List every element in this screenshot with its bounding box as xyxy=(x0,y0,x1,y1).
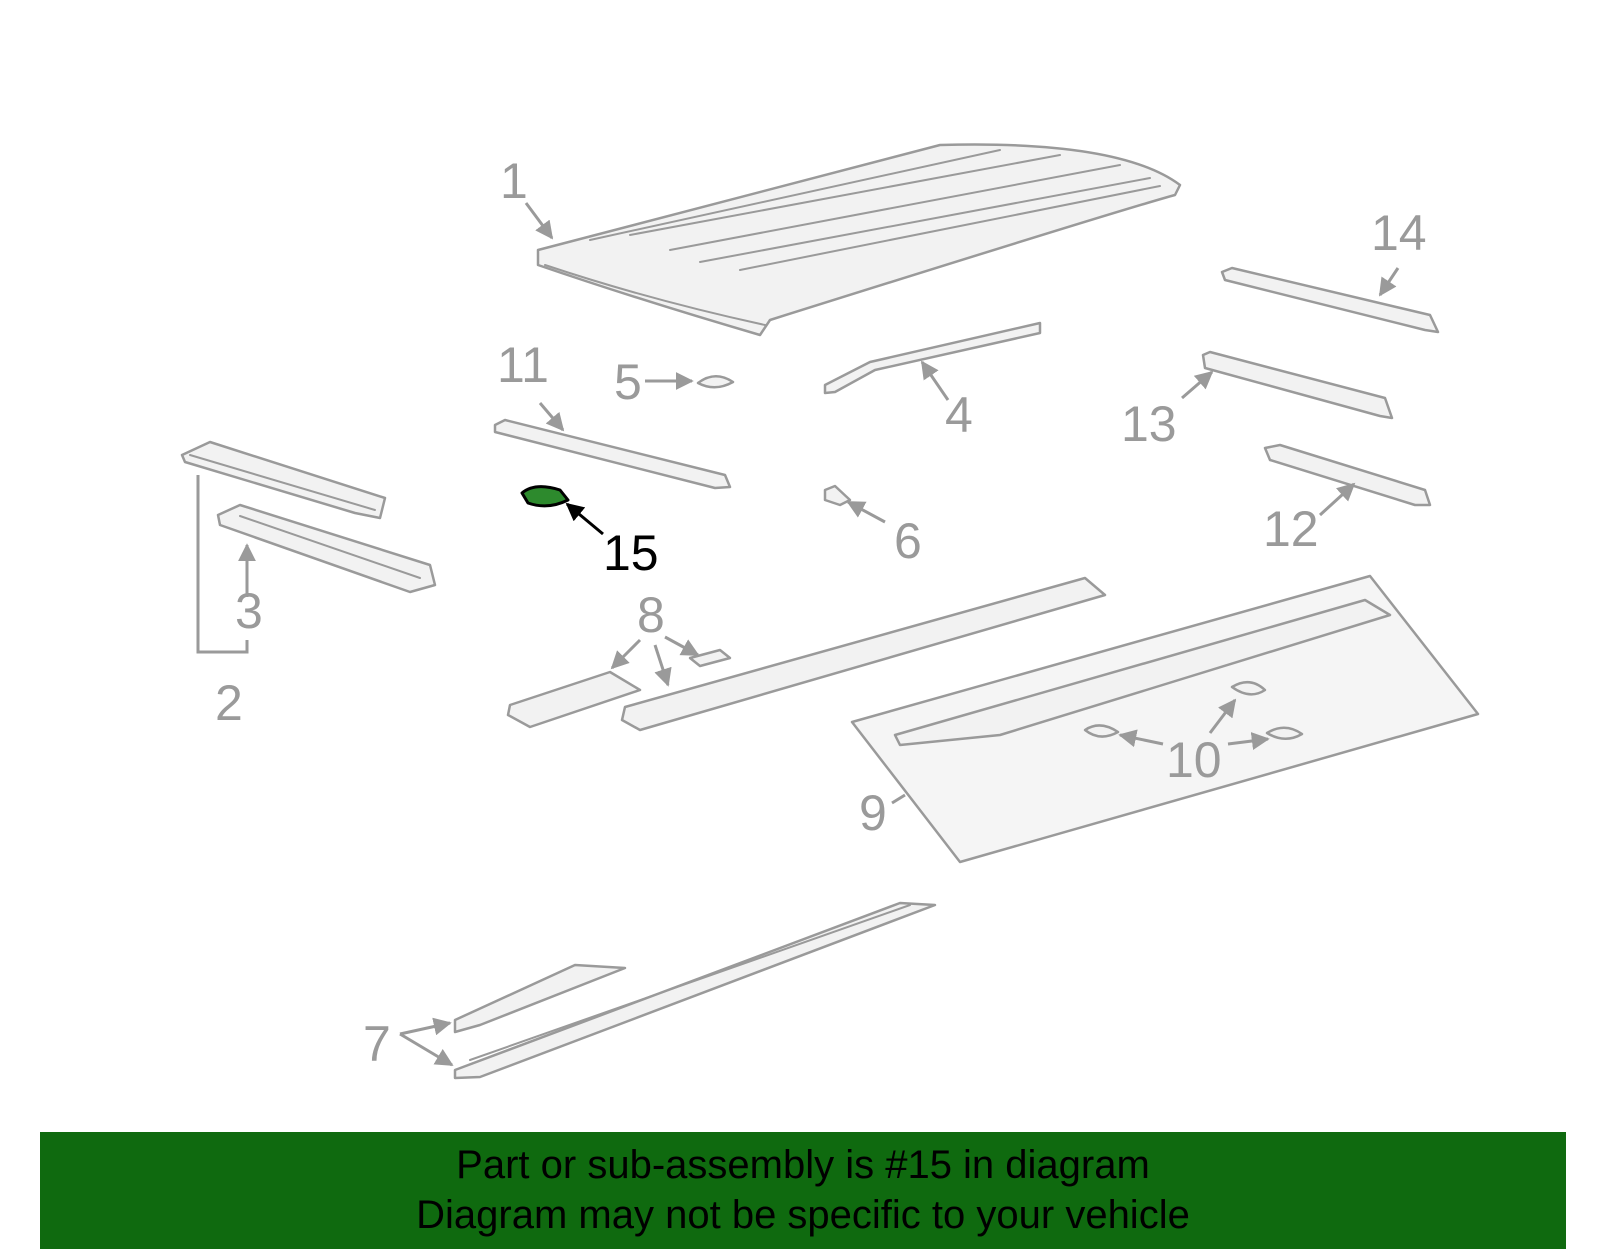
info-banner: Part or sub-assembly is #15 in diagram D… xyxy=(40,1132,1566,1249)
callout-13: 13 xyxy=(1121,396,1177,452)
part-6-clip[interactable] xyxy=(823,484,852,507)
part-15-highlighted[interactable] xyxy=(520,485,570,508)
callout-10: 10 xyxy=(1166,732,1222,788)
part-2-front-header[interactable] xyxy=(180,440,387,520)
part-12-bracket[interactable] xyxy=(1263,443,1432,507)
callout-1: 1 xyxy=(500,153,528,209)
part-4-roof-bow[interactable] xyxy=(823,321,1042,395)
callout-4: 4 xyxy=(945,387,973,443)
part-7-side-rails[interactable] xyxy=(453,901,937,1080)
callout-6: 6 xyxy=(894,513,922,569)
banner-line-2: Diagram may not be specific to your vehi… xyxy=(416,1193,1190,1237)
part-8-rail-reinforcements[interactable] xyxy=(506,576,1107,732)
part-11-roof-bow[interactable] xyxy=(493,418,732,490)
part-10-brackets[interactable] xyxy=(1083,681,1304,740)
banner-line-1: Part or sub-assembly is #15 in diagram xyxy=(456,1143,1150,1187)
callout-3: 3 xyxy=(235,583,263,639)
part-14-rear-header-reinforcement[interactable] xyxy=(1220,266,1440,334)
part-13-rear-header[interactable] xyxy=(1201,350,1394,420)
callout-2: 2 xyxy=(215,675,243,731)
part-5-bracket[interactable] xyxy=(696,375,735,389)
callout-9: 9 xyxy=(859,785,887,841)
part-3-header-reinforcement[interactable] xyxy=(216,503,437,594)
callout-11: 11 xyxy=(497,337,549,393)
callout-15-highlighted: 15 xyxy=(603,525,659,581)
callout-8: 8 xyxy=(637,587,665,643)
part-9-roof-side-rail-assembly[interactable] xyxy=(850,574,1480,864)
callout-5: 5 xyxy=(614,354,642,410)
callout-14: 14 xyxy=(1371,205,1427,261)
leader-lines xyxy=(196,202,1400,1067)
callout-7: 7 xyxy=(363,1016,391,1072)
callout-labels: 1 2 3 4 5 6 7 8 9 10 11 12 13 14 15 xyxy=(215,153,1427,1072)
callout-12: 12 xyxy=(1263,501,1319,557)
part-1-roof-panel[interactable] xyxy=(536,143,1182,337)
